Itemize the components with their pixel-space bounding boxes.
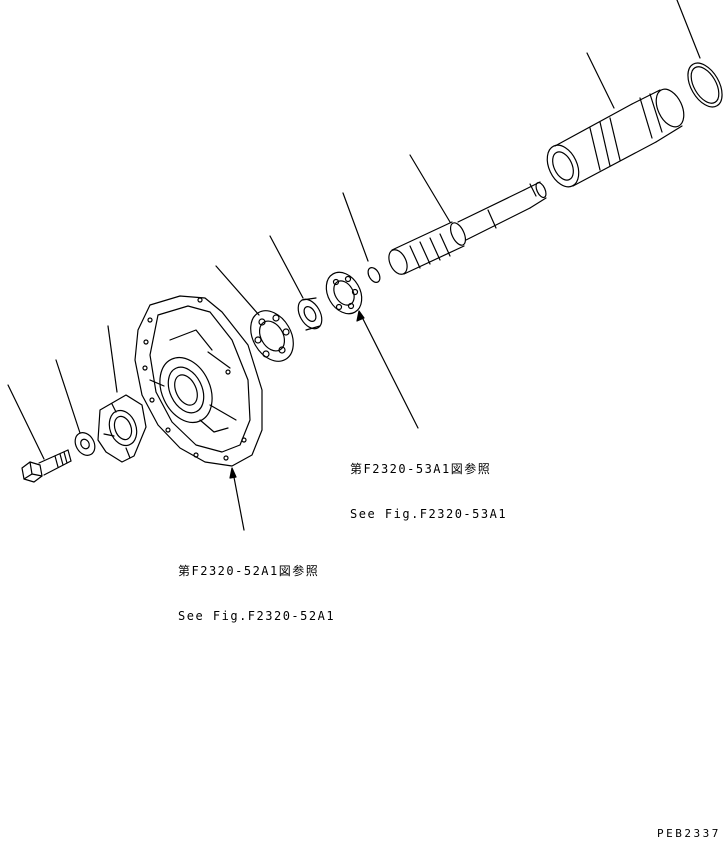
reference-note-jp: 第F2320-52A1図参照 (178, 564, 320, 578)
leader-lines (7, 0, 701, 531)
reference-note-jp: 第F2320-53A1図参照 (350, 462, 492, 476)
collar (297, 297, 323, 331)
splined-sleeve (546, 88, 685, 188)
reference-note-en: See Fig.F2320-53A1 (350, 507, 508, 521)
flange-bracket (97, 394, 147, 463)
washer (74, 432, 96, 456)
pump-housing (134, 295, 263, 467)
o-ring (687, 62, 723, 108)
snap-ring (367, 267, 381, 283)
reference-note-52a1: 第F2320-52A1図参照 See Fig.F2320-52A1 (178, 534, 335, 654)
bearing (250, 310, 294, 362)
drive-shaft (388, 181, 547, 275)
reference-note-en: See Fig.F2320-52A1 (178, 609, 336, 623)
drawing-code: PEB2337 (657, 827, 721, 840)
reference-bearing (325, 271, 363, 315)
bolt (21, 449, 72, 483)
reference-note-53a1: 第F2320-53A1図参照 See Fig.F2320-53A1 (350, 432, 507, 552)
